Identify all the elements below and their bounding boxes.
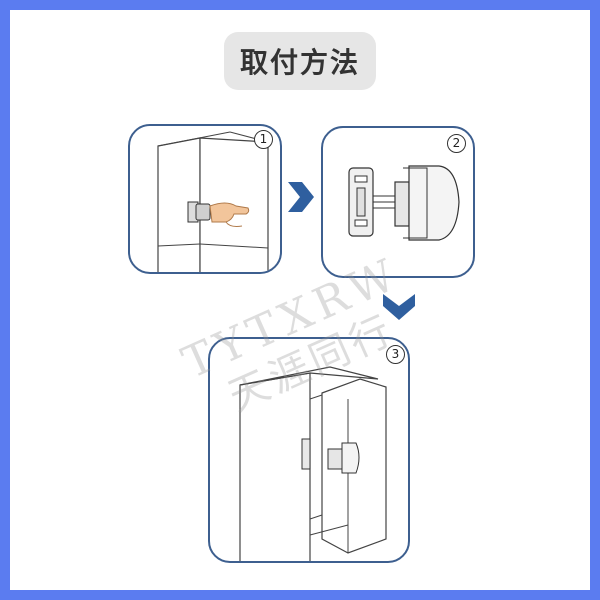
fridge-hand-illustration — [157, 131, 269, 272]
step-1-number: 1 — [254, 130, 273, 149]
page-title: 取付方法 — [224, 32, 376, 90]
step-3-number: 3 — [386, 345, 405, 364]
step-2-number: 2 — [447, 134, 466, 153]
step-2-panel: 2 — [321, 126, 475, 278]
arrow-right-icon — [288, 182, 314, 212]
lock-parts-illustration — [348, 165, 460, 241]
fridge-installed-illustration — [239, 366, 387, 561]
step-3-panel: 3 — [208, 337, 410, 563]
arrow-down-icon — [383, 294, 415, 320]
step-1-panel: 1 — [128, 124, 282, 274]
